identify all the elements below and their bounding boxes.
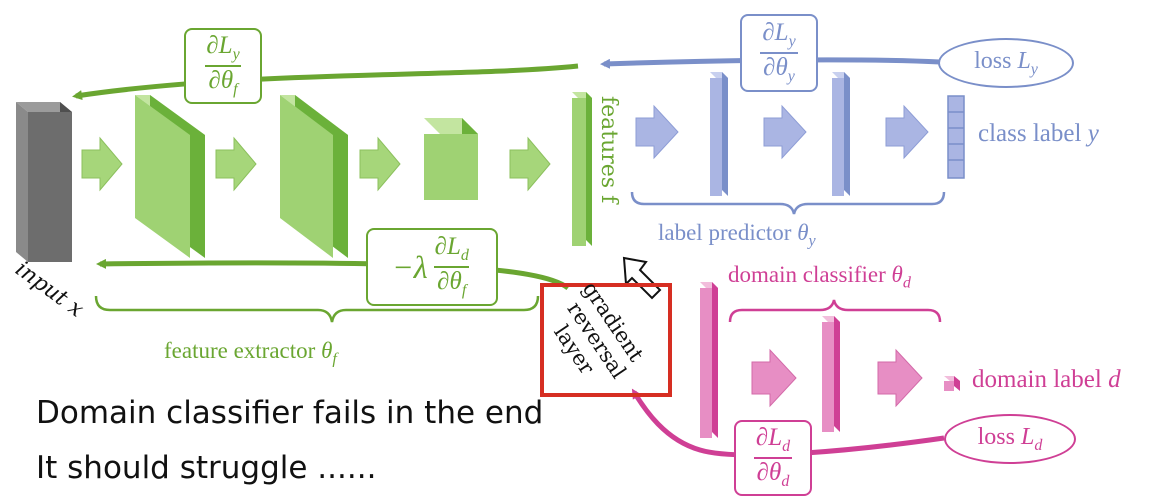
feature-extractor-brace — [94, 295, 540, 323]
loss-ly-ellipse: loss Ly — [938, 38, 1074, 88]
grad-box-ld-thetaf-den: ∂θf — [434, 266, 470, 300]
grad-box-ly-thetay-den: ∂θy — [760, 52, 798, 86]
class-label-text: class label y — [978, 120, 1099, 147]
loss-ld-ellipse: loss Ld — [944, 414, 1076, 464]
grl-pointer-arrow — [622, 256, 662, 300]
grad-box-ld-thetad-num: ∂Ld — [755, 424, 791, 456]
label-predictor-blocks — [635, 72, 965, 196]
caption-line-2: It should struggle ...... — [36, 450, 377, 486]
grad-box-ly-thetaf-num: ∂Ly — [206, 32, 240, 64]
input-label: input x — [10, 257, 88, 323]
loss-ld-text: loss Ld — [977, 423, 1043, 454]
grad-box-ly-thetay: ∂Ly∂θy — [740, 14, 818, 92]
label-predictor-text: label predictor θy — [658, 220, 816, 250]
feature-flow-arrows — [81, 136, 551, 192]
neg-lambda-symbol: −λ — [392, 248, 428, 285]
input-image-slab — [16, 102, 72, 262]
domain-classifier-brace — [728, 299, 942, 323]
domain-classifier-text: domain classifier θd — [728, 262, 911, 292]
grad-box-ld-thetaf-num: ∂Ld — [434, 233, 469, 265]
grad-box-ld-thetad-den: ∂θd — [753, 457, 793, 491]
features-vector — [572, 92, 592, 246]
caption-line-1: Domain classifier fails in the end — [36, 395, 544, 431]
loss-ly-text: loss Ly — [974, 47, 1038, 78]
grad-box-ly-thetay-num: ∂Ly — [762, 19, 796, 51]
grad-box-ly-thetaf: ∂Ly∂θf — [184, 28, 262, 104]
domain-label-text: domain label d — [972, 366, 1121, 393]
grl-label: gradient reversal layer — [549, 277, 648, 383]
grad-box-ld-thetad: ∂Ld∂θd — [734, 420, 812, 496]
features-label: features f — [596, 96, 621, 205]
grad-box-neg-lambda-ld-thetaf: −λ ∂Ld∂θf — [366, 228, 498, 306]
grad-arrow-loss-ld — [631, 388, 945, 458]
grad-arrow-ly-to-features — [72, 63, 579, 101]
grl-highlight-box — [540, 283, 672, 397]
domain-classifier-blocks — [700, 282, 960, 438]
feature-extractor-blocks — [135, 95, 478, 258]
grad-box-ly-thetaf-den: ∂θf — [205, 65, 241, 99]
label-predictor-brace — [630, 191, 946, 215]
feature-extractor-text: feature extractor θf — [164, 338, 337, 368]
